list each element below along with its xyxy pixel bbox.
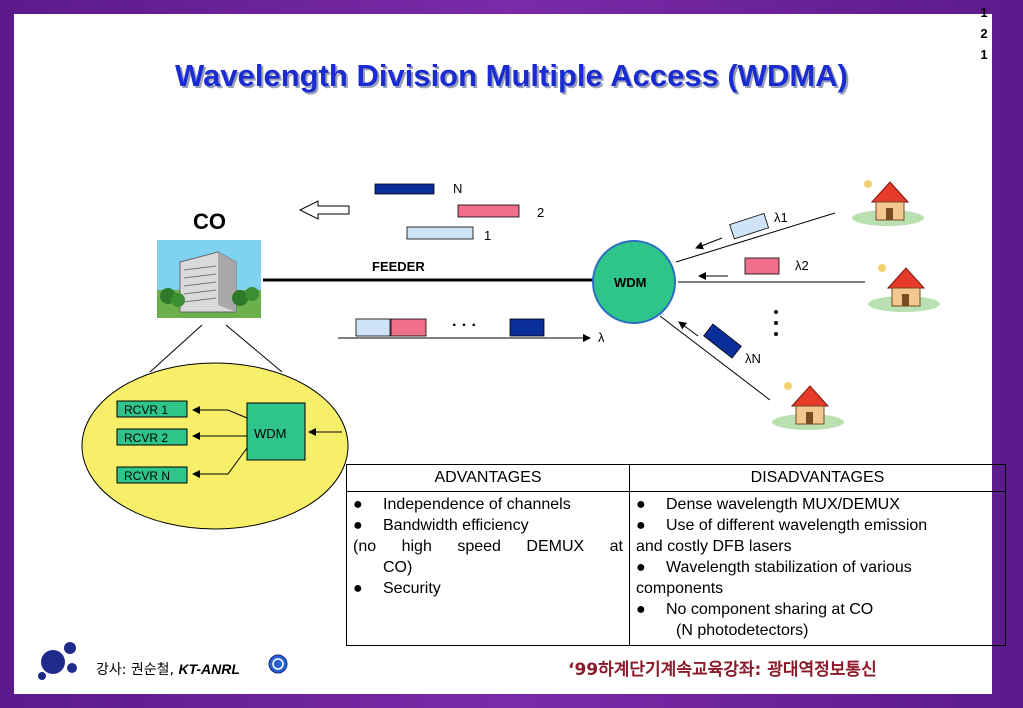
rcvr-2-label: RCVR 2 [124, 431, 168, 445]
advantages-header: ADVANTAGES [346, 464, 630, 492]
upstream-pulse-1 [355, 318, 391, 337]
rcvr-n-box [116, 466, 188, 484]
house-icon [852, 180, 924, 226]
co-receiver-detail [81, 362, 349, 530]
bullet-icon: ● [353, 580, 363, 597]
house-icon [772, 382, 844, 430]
bullet-icon: ● [353, 496, 363, 513]
disadvantage-text: components [636, 580, 724, 597]
lambdaN-label: λN [745, 351, 761, 366]
bullet-icon: ● [636, 496, 646, 513]
channel-dot [774, 310, 778, 314]
disadvantage-text: and costly DFB lasers [636, 538, 792, 555]
receiver-wdm-box [246, 402, 306, 461]
bullet-icon: ● [636, 601, 646, 618]
drop-line-1 [675, 212, 836, 263]
drop-line-n [659, 315, 771, 401]
lambdaN-pulse [703, 323, 742, 359]
pulse-1 [406, 226, 474, 240]
lambda1-arrow [695, 237, 723, 250]
rcvr-1-box [116, 400, 188, 418]
zoom-line-left [149, 324, 203, 373]
downstream-arrow-icon [298, 200, 350, 220]
list-item: ● Independence of channels [353, 494, 623, 515]
lecturer-name: 강사: 권순철, [96, 662, 179, 678]
pulse-n [374, 183, 435, 195]
page-number-digit: 2 [980, 26, 988, 41]
page-number-digit: 1 [980, 47, 988, 62]
lambda2-pulse [744, 257, 780, 275]
lambdaN-arrow [678, 321, 699, 337]
advantage-text: Security [383, 580, 441, 597]
anrl-logo-icon [268, 654, 288, 674]
disadvantage-text: Wavelength stabilization of various [666, 559, 912, 576]
table-row: ● Independence of channels ● Bandwidth eff… [346, 491, 1006, 646]
advantages-table: ADVANTAGES DISADVANTAGES ● Independence o… [346, 464, 1006, 646]
lambda2-label: λ2 [795, 258, 809, 273]
disadvantage-note: (N photodetectors) [676, 622, 809, 639]
bullet-icon: ● [636, 559, 646, 576]
feeder-label: FEEDER [372, 259, 425, 274]
bullet-icon: ● [353, 517, 363, 534]
wdm-node-label: WDM [614, 275, 647, 290]
slide-title: Wavelength Division Multiple Access (WDM… [175, 58, 848, 93]
disadvantage-text: Dense wavelength MUX/DEMUX [666, 496, 900, 513]
rcvr-n-label: RCVR N [124, 469, 170, 483]
upstream-dots: · · · [452, 317, 477, 334]
disadvantage-text: Use of different wavelength emission [666, 517, 928, 534]
list-item: ● Bandwidth efficiency [353, 515, 623, 536]
list-item: ● Dense wavelength MUX/DEMUX [636, 494, 999, 515]
lambda1-pulse [729, 212, 770, 240]
upstream-pulse-2 [390, 318, 427, 337]
co-label: CO [193, 209, 226, 234]
advantage-text: Independence of channels [383, 496, 571, 513]
bullet-icon: ● [636, 517, 646, 534]
receiver-out-arrow-n [192, 447, 248, 478]
lecturer-credit: 강사: 권순철, KT-ANRL [96, 659, 240, 679]
channel-dot [774, 332, 778, 336]
advantages-cell: ● Independence of channels ● Bandwidth eff… [346, 491, 630, 646]
channel-dot [774, 321, 778, 325]
lambda-label: λ [598, 330, 605, 345]
receiver-wdm-label: WDM [254, 426, 287, 441]
house-icon [868, 264, 940, 312]
advantage-note: CO) [383, 559, 413, 576]
page-number: 1 2 1 [976, 2, 992, 65]
list-item: ● No component sharing at CO [636, 599, 999, 620]
zoom-line-right [225, 324, 283, 373]
pulse-1-label: 1 [484, 228, 491, 243]
list-item: ● Use of different wavelength emission [636, 515, 999, 536]
receiver-out-arrow-1 [192, 406, 248, 419]
co-building-icon [157, 240, 261, 318]
org-name: KT-ANRL [178, 661, 240, 677]
pulse-2 [457, 204, 520, 218]
pulse-n-label: N [453, 181, 462, 196]
wdm-node [592, 240, 676, 324]
list-item: ● Wavelength stabilization of various [636, 557, 999, 578]
rcvr-1-label: RCVR 1 [124, 403, 168, 417]
kt-logo-icon [38, 642, 77, 680]
table-header-row: ADVANTAGES DISADVANTAGES [346, 464, 1006, 492]
upstream-pulse-n [509, 318, 545, 337]
disadvantages-cell: ● Dense wavelength MUX/DEMUX ● Use of diff… [629, 491, 1006, 646]
disadvantage-text: No component sharing at CO [666, 601, 874, 618]
advantage-note: (no high speed DEMUX at [353, 538, 623, 555]
page-number-digit: 1 [980, 5, 988, 20]
list-item: ● Security [353, 578, 623, 599]
course-title: ‘99하계단기계속교육강좌: 광대역정보통신 [568, 660, 877, 680]
lambda1-label: λ1 [774, 210, 788, 225]
rcvr-2-box [116, 428, 188, 446]
pulse-2-label: 2 [537, 205, 544, 220]
disadvantages-header: DISADVANTAGES [629, 464, 1006, 492]
advantage-text: Bandwidth efficiency [383, 517, 529, 534]
